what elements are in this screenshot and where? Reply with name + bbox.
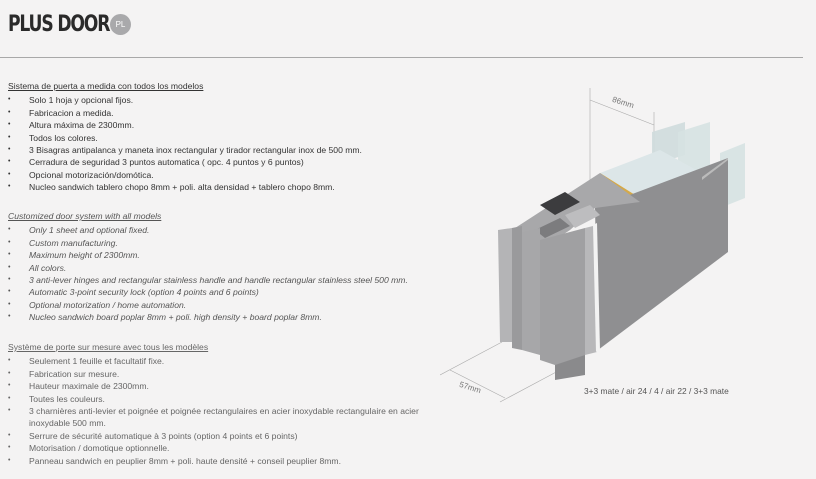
- list-item: Nucleo sandwich board poplar 8mm + poli.…: [8, 311, 408, 324]
- profile-strip: [498, 228, 512, 342]
- list-item: Seulement 1 feuille et facultatif fixe.: [8, 355, 449, 368]
- list-item: 3 anti-lever hinges and rectangular stai…: [8, 274, 408, 287]
- page-title: PLUS DOOR: [8, 12, 110, 37]
- door-panel-face: [595, 158, 728, 350]
- list-item: Only 1 sheet and optional fixed.: [8, 224, 408, 237]
- section-heading: Système de porte sur mesure avec tous le…: [8, 342, 209, 352]
- list-item: 3 Bisagras antipalanca y maneta inox rec…: [8, 144, 362, 157]
- list-item: Motorisation / domotique optionnelle.: [8, 442, 449, 455]
- list-item: All colors.: [8, 262, 408, 275]
- list-item: Todos los colores.: [8, 132, 362, 145]
- list-item: Custom manufacturing.: [8, 237, 408, 250]
- section-heading: Sistema de puerta a medida con todos los…: [8, 81, 204, 91]
- header-divider: [0, 57, 803, 58]
- list-item: Solo 1 hoja y opcional fijos.: [8, 94, 362, 107]
- list-item: Opcional motorización/domótica.: [8, 169, 362, 182]
- list-item: Panneau sandwich en peuplier 8mm + poli.…: [8, 455, 449, 468]
- list-item: Serrure de sécurité automatique à 3 poin…: [8, 430, 449, 443]
- model-badge: PL: [110, 14, 131, 35]
- list-item: Maximum height of 2300mm.: [8, 249, 408, 262]
- list-item: Fabricacion a medida.: [8, 107, 362, 120]
- list-item: Fabrication sur mesure.: [8, 368, 449, 381]
- list-item: Toutes les couleurs.: [8, 393, 449, 406]
- section-french: Système de porte sur mesure avec tous le…: [8, 341, 449, 467]
- list-item: 3 charnières anti-levier et poignée et p…: [8, 405, 449, 430]
- list-item: Nucleo sandwich tablero chopo 8mm + poli…: [8, 181, 362, 194]
- door-profile-drawing: [440, 88, 745, 403]
- section-heading: Customized door system with all models: [8, 211, 162, 221]
- list-item: Altura máxima de 2300mm.: [8, 119, 362, 132]
- list-item: Optional motorization / home automation.: [8, 299, 408, 312]
- list-item: Automatic 3-point security lock (option …: [8, 286, 408, 299]
- list-item: Cerradura de seguridad 3 puntos automati…: [8, 156, 362, 169]
- glass-spec-caption: 3+3 mate / air 24 / 4 / air 22 / 3+3 mat…: [584, 386, 729, 396]
- section-english: Customized door system with all models O…: [8, 210, 408, 324]
- list-item: Hauteur maximale de 2300mm.: [8, 380, 449, 393]
- section-spanish: Sistema de puerta a medida con todos los…: [8, 80, 362, 194]
